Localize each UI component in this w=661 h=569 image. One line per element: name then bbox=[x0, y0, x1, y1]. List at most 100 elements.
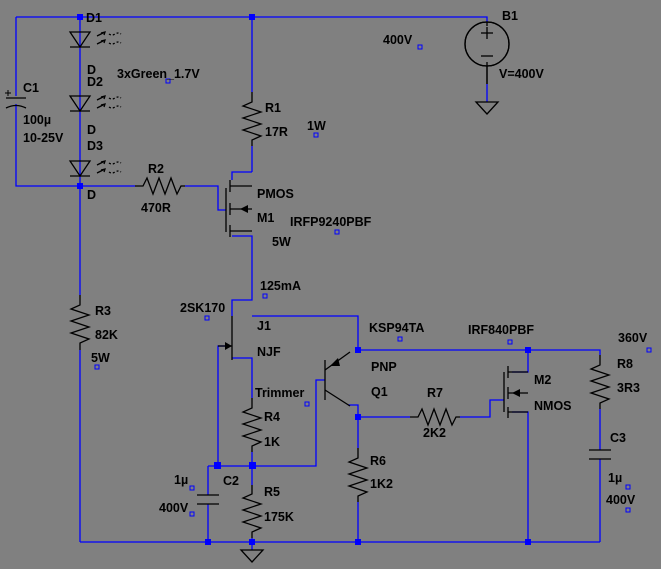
junction-dot bbox=[355, 539, 361, 545]
r7-resistor-icon bbox=[410, 407, 460, 427]
m1-name: M1 bbox=[257, 211, 274, 225]
r2-resistor-icon bbox=[135, 176, 185, 196]
m2-type: NMOS bbox=[534, 399, 572, 413]
junction-dot bbox=[214, 462, 221, 469]
c1-rating: 10-25V bbox=[23, 131, 64, 145]
c2-capacitor-icon bbox=[197, 494, 219, 505]
junction-dot bbox=[525, 347, 531, 353]
m1-power: 5W bbox=[272, 235, 291, 249]
r3-power: 5W bbox=[91, 351, 110, 365]
wire-r8-top bbox=[528, 349, 601, 355]
junction-dot bbox=[77, 14, 83, 20]
d1-type: D bbox=[87, 63, 96, 77]
d3-name: D3 bbox=[87, 139, 103, 153]
supply-net-label: 400V bbox=[383, 33, 413, 47]
c1-capacitor-icon bbox=[5, 90, 27, 109]
junction-dot bbox=[249, 462, 256, 469]
label-pin bbox=[313, 132, 319, 138]
q1-part: KSP94TA bbox=[369, 321, 424, 335]
label-anchor-pins bbox=[94, 44, 652, 517]
c3-name: C3 bbox=[610, 431, 626, 445]
r5-name: R5 bbox=[264, 485, 280, 499]
d1-name: D1 bbox=[86, 11, 102, 25]
r7-name: R7 bbox=[427, 386, 443, 400]
r6-value: 1K2 bbox=[370, 477, 393, 491]
label-pin bbox=[204, 315, 210, 321]
junction-dot bbox=[249, 539, 255, 545]
c1-value: 100µ bbox=[23, 113, 51, 127]
r2-value: 470R bbox=[141, 201, 171, 215]
c2-value: 1µ bbox=[174, 473, 188, 487]
junction-dot bbox=[77, 183, 83, 189]
label-pin bbox=[334, 229, 340, 235]
m1-part: IRFP9240PBF bbox=[290, 215, 372, 229]
wire-r7-gate bbox=[460, 399, 504, 418]
wire-r2-gate bbox=[185, 185, 226, 211]
label-pin bbox=[646, 347, 652, 353]
c1-name: C1 bbox=[23, 81, 39, 95]
q1-name: Q1 bbox=[371, 385, 388, 399]
junction-dot bbox=[355, 347, 361, 353]
label-pin bbox=[189, 485, 195, 491]
label-pin bbox=[507, 339, 513, 345]
wire-c1-left bbox=[15, 17, 80, 187]
j1-njf-icon bbox=[218, 316, 233, 360]
r3-resistor-icon bbox=[68, 295, 92, 350]
wire-j1-source bbox=[232, 357, 253, 398]
junctions bbox=[77, 14, 531, 545]
r5-value: 175K bbox=[264, 510, 294, 524]
j1-part: 2SK170 bbox=[180, 301, 225, 315]
b1-voltage-source bbox=[464, 21, 510, 84]
led-d2-icon bbox=[68, 95, 122, 113]
b1-name: B1 bbox=[502, 9, 518, 23]
junction-dot bbox=[525, 539, 531, 545]
wire-q1-emitter bbox=[252, 315, 528, 351]
junction-dot bbox=[205, 539, 211, 545]
r4-resistor-icon bbox=[240, 398, 264, 452]
c3-value: 1µ bbox=[608, 471, 622, 485]
r1-value: 17R bbox=[265, 125, 288, 139]
j1-name: J1 bbox=[257, 319, 271, 333]
label-pin bbox=[165, 78, 171, 84]
current-note: 125mA bbox=[260, 279, 301, 293]
r8-resistor-icon bbox=[588, 355, 612, 409]
r1-power: 1W bbox=[307, 119, 326, 133]
r2-name: R2 bbox=[148, 162, 164, 176]
out-net-label: 360V bbox=[618, 331, 648, 345]
label-pin bbox=[94, 364, 100, 370]
wire-m2-source bbox=[512, 411, 529, 542]
m1-type: PMOS bbox=[257, 187, 294, 201]
label-pin bbox=[304, 401, 310, 407]
led-d3-icon bbox=[68, 160, 122, 178]
q1-type: PNP bbox=[371, 360, 397, 374]
c2-name: C2 bbox=[223, 474, 239, 488]
ground-icon bbox=[239, 549, 265, 563]
c3-capacitor-icon bbox=[589, 449, 611, 460]
r3-name: R3 bbox=[95, 304, 111, 318]
led-d1-icon bbox=[68, 31, 122, 49]
r4-value: 1K bbox=[264, 435, 280, 449]
r1-resistor-icon bbox=[240, 92, 264, 146]
d3-type: D bbox=[87, 188, 96, 202]
d2-type: D bbox=[87, 123, 96, 137]
b1-ground-icon bbox=[474, 101, 500, 115]
q1-pnp-icon bbox=[324, 351, 351, 407]
r3-value: 82K bbox=[95, 328, 118, 342]
label-pin bbox=[625, 484, 631, 490]
d2-name: D2 bbox=[87, 75, 103, 89]
wire-m1-source bbox=[231, 171, 252, 180]
wire-c2-node bbox=[208, 379, 325, 467]
m2-part: IRF840PBF bbox=[468, 323, 534, 337]
m2-name: M2 bbox=[534, 373, 551, 387]
r8-value: 3R3 bbox=[617, 381, 640, 395]
wire-m2-drain bbox=[512, 350, 529, 373]
label-pin bbox=[189, 511, 195, 517]
r1-name: R1 bbox=[265, 101, 281, 115]
r4-name: R4 bbox=[264, 410, 280, 424]
r4-note: Trimmer bbox=[255, 386, 304, 400]
r6-resistor-icon bbox=[346, 448, 370, 502]
c2-rating: 400V bbox=[159, 501, 189, 515]
r6-name: R6 bbox=[370, 454, 386, 468]
junction-dot bbox=[355, 414, 361, 420]
